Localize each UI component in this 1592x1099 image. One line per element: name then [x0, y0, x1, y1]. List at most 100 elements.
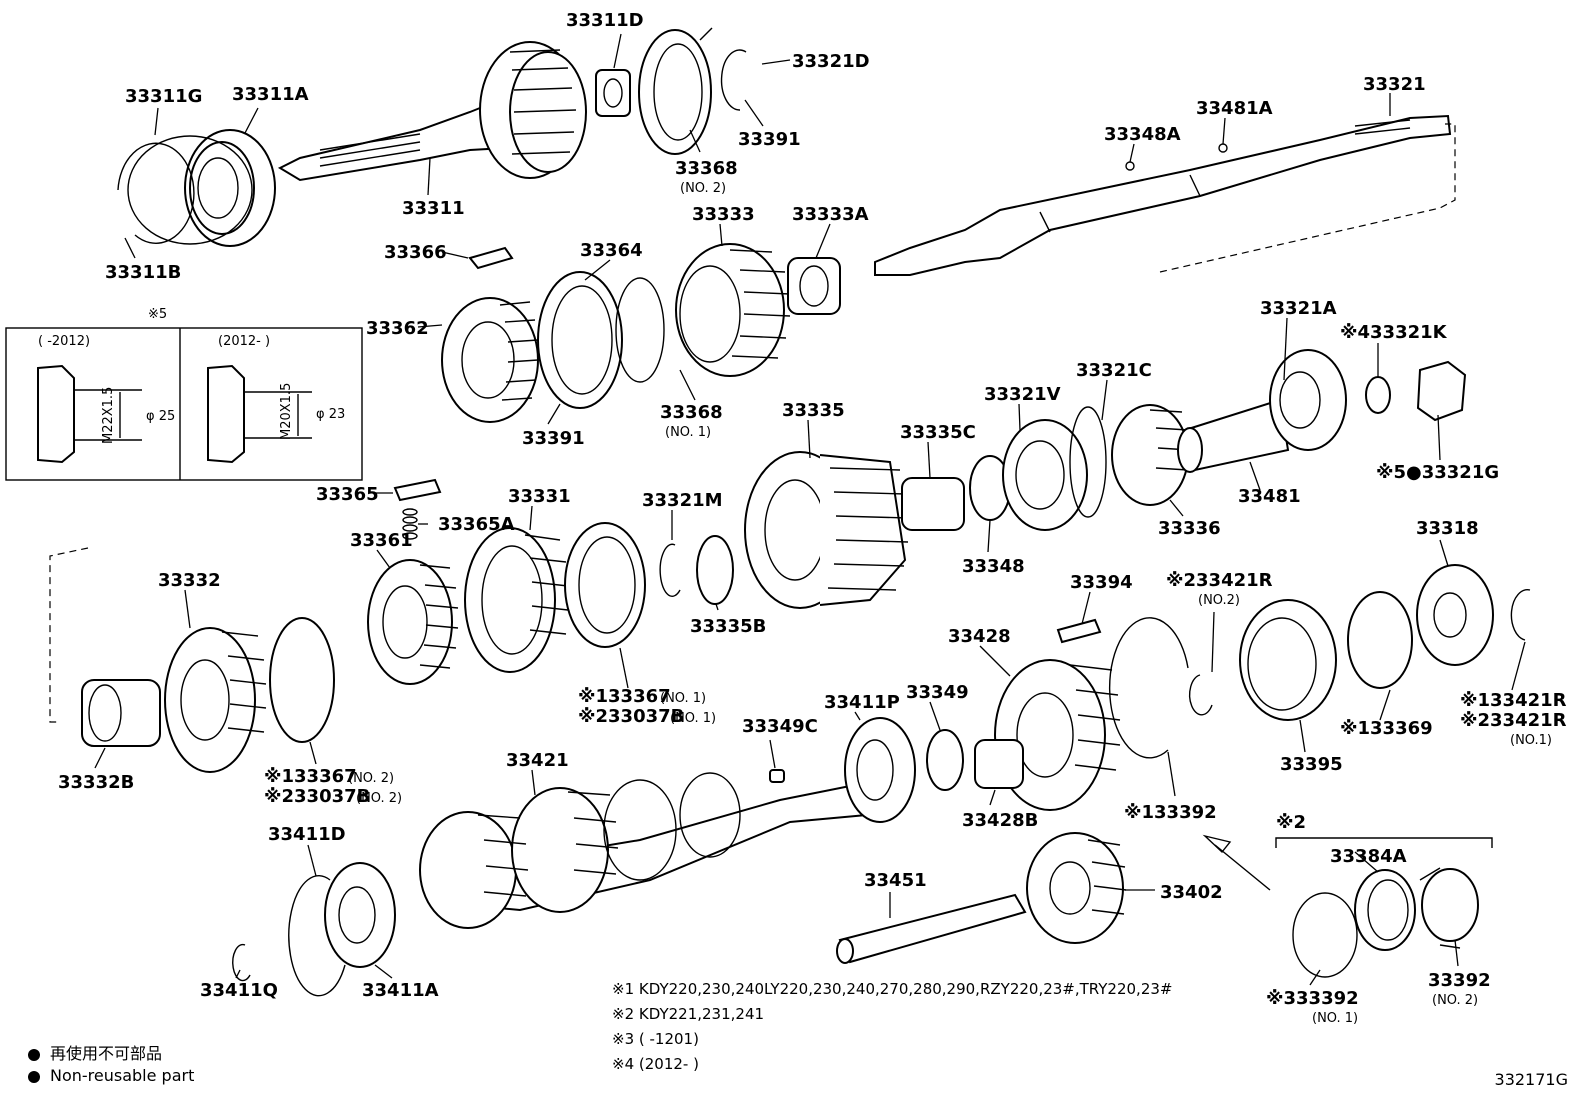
- sync-ring-33369: [1347, 591, 1413, 689]
- lock-nut-33321g: [1416, 360, 1467, 422]
- non-reusable-dot-icon: [28, 1048, 40, 1061]
- sync-ring-33367-no1: [564, 522, 646, 648]
- label-33411A: 33411A: [362, 980, 439, 1001]
- counter-shaft-33421: [419, 772, 901, 929]
- label-33321G: ※5●33321G: [1376, 462, 1499, 483]
- needle-bearing-33332b: [81, 679, 161, 747]
- sync-ring-33367-no2: [269, 617, 335, 743]
- label-33421R-no2-sub: (NO.2): [1198, 593, 1240, 608]
- footnote-1: ※1 KDY220,230,240LY220,230,240,270,280,2…: [612, 980, 1173, 998]
- label-33336: 33336: [1158, 518, 1221, 539]
- label-33332B: 33332B: [58, 772, 134, 793]
- label-33428B: 33428B: [962, 810, 1038, 831]
- shifting-key-33365: [393, 478, 442, 502]
- needle-bearing-33428b: [974, 739, 1024, 789]
- label-33366: 33366: [384, 242, 447, 263]
- label-33392-no2: 33392: [1428, 970, 1491, 991]
- label-33311D: 33311D: [566, 10, 644, 31]
- label-33331: 33331: [508, 486, 571, 507]
- label-33365: 33365: [316, 484, 379, 505]
- label-33392-no2-sub: (NO. 2): [1432, 993, 1478, 1008]
- sleeve-33395: [1239, 599, 1337, 721]
- label-33311A: 33311A: [232, 84, 309, 105]
- label-33311G: 33311G: [125, 86, 202, 107]
- inset-mark: ※5: [148, 307, 167, 322]
- gear-33332: [164, 627, 267, 773]
- label-33311B: 33311B: [105, 262, 181, 283]
- needle-bearing-33311d: [595, 69, 631, 117]
- output-shaft-33321: [874, 114, 1452, 276]
- gear-33318: [1416, 564, 1494, 666]
- label-33392-s1: ※133392: [1124, 802, 1217, 823]
- inset-left-thread: M22X1.5: [101, 387, 116, 444]
- label-33348A: 33348A: [1104, 124, 1181, 145]
- hub-sleeve-33362: [441, 297, 539, 423]
- label-33349C: 33349C: [742, 716, 818, 737]
- label-33321M: 33321M: [642, 490, 723, 511]
- label-33348: 33348: [962, 556, 1025, 577]
- label-33421R-no2: ※233421R: [1166, 570, 1273, 591]
- leader-lines: [94, 33, 1526, 986]
- group-outline-output: [1159, 123, 1456, 273]
- label-33349: 33349: [906, 682, 969, 703]
- label-33368-no2: 33368: [675, 158, 738, 179]
- snap-ring-33321m: [659, 543, 681, 597]
- label-33384A: 33384A: [1330, 846, 1407, 867]
- shaft-33451: [836, 893, 1027, 964]
- shifting-key-33366: [468, 246, 514, 270]
- sleeve-33331: [464, 527, 569, 673]
- label-33368-no1: 33368: [660, 402, 723, 423]
- label-33037B-no2-sub: (NO. 2): [356, 791, 402, 806]
- gear-33335: [744, 451, 909, 609]
- label-33481: 33481: [1238, 486, 1301, 507]
- bearing-33411a: [324, 862, 396, 968]
- inset-right-header: (2012- ): [218, 334, 270, 349]
- label-33321C: 33321C: [1076, 360, 1152, 381]
- label-33411Q: 33411Q: [200, 980, 278, 1001]
- label-33321D: 33321D: [792, 51, 870, 72]
- needle-bearing-33333a: [787, 257, 841, 315]
- sync-ring-33392-no2: [1419, 867, 1479, 949]
- snap-ring-33321d: [720, 49, 747, 111]
- shifting-key-33394: [1056, 618, 1102, 644]
- label-33392-no1: ※333392: [1266, 988, 1359, 1009]
- label-33365A: 33365A: [438, 514, 515, 535]
- label-33364: 33364: [580, 240, 643, 261]
- label-33428: 33428: [948, 626, 1011, 647]
- snap-ring-33392: [1108, 617, 1189, 759]
- footnote-4: ※4 (2012- ): [612, 1055, 699, 1073]
- ring-33321k: [1365, 376, 1391, 414]
- ring-33392-no1: [1292, 892, 1358, 978]
- group-outline-counter: [49, 547, 89, 723]
- inset-right-thread: M20X1.5: [279, 383, 294, 440]
- bearing-33411p: [844, 717, 916, 823]
- label-33402: 33402: [1160, 882, 1223, 903]
- spring-33365a: [402, 508, 418, 540]
- direction-arrow: [1202, 834, 1271, 891]
- sync-ring-33368-no2: [638, 27, 713, 155]
- ball-33349c: [769, 769, 785, 783]
- group-bracket-2: [1275, 837, 1493, 848]
- label-33411D: 33411D: [268, 824, 346, 845]
- label-33321A: 33321A: [1260, 298, 1337, 319]
- label-33368-no1-sub: (NO. 1): [665, 425, 711, 440]
- bearing-33321a: [1269, 349, 1347, 451]
- inset-left-header: ( -2012): [38, 334, 90, 349]
- part-labels: 33311D 33321D 33311G 33311A 33391 33368 …: [58, 10, 1567, 1026]
- label-33421R-no1-sub: (NO.1): [1510, 733, 1552, 748]
- snap-ring-33421r-no2: [1188, 674, 1213, 716]
- label-33394: 33394: [1070, 572, 1133, 593]
- label-33361: 33361: [350, 530, 413, 551]
- label-33321V: 33321V: [984, 384, 1061, 405]
- sleeve-33364: [537, 271, 665, 409]
- gear-33402: [1026, 832, 1127, 944]
- needle-bearing-33335c: [901, 477, 965, 531]
- label-33335C: 33335C: [900, 422, 976, 443]
- label-33367-no2: ※133367: [264, 766, 357, 787]
- label-33333A: 33333A: [792, 204, 869, 225]
- ring-33335b: [696, 535, 734, 605]
- ring-33384a: [1354, 869, 1416, 951]
- non-reusable-dot-icon: [28, 1070, 40, 1083]
- gear-33333: [675, 243, 791, 377]
- legend-en-text: Non-reusable part: [50, 1066, 195, 1085]
